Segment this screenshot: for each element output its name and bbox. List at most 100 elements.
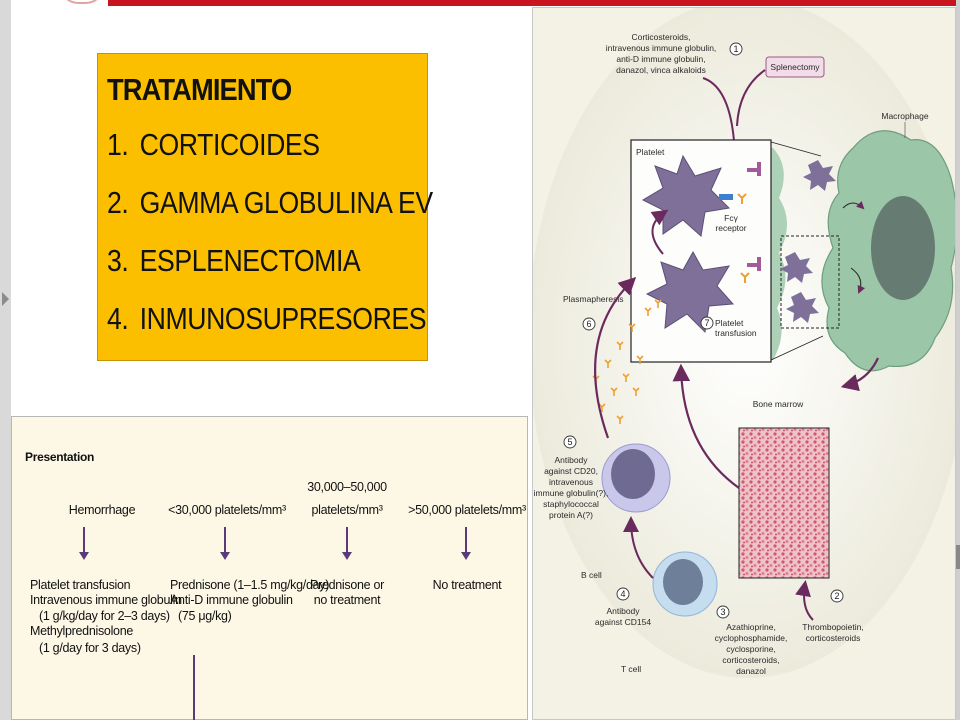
col1-line: (1 g/day for 3 days) — [39, 641, 141, 655]
mechanism-diagram-panel: Corticosteroids, intravenous immune glob… — [532, 7, 956, 720]
col2-line: Anti-D immune globulin — [170, 593, 293, 607]
step-marker-4 — [616, 587, 630, 601]
arrow-splenectomy — [736, 69, 766, 127]
continuation-line — [193, 655, 195, 720]
platelet-transfusion-label: transfusion — [715, 328, 757, 338]
t-cell-label: T cell — [621, 664, 641, 674]
receptor-icon — [747, 257, 761, 271]
top-drugs-line: danazol, vinca alkaloids — [616, 65, 706, 75]
receptor-icon — [747, 162, 761, 176]
treatment-list: 1.CORTICOIDES 2. GAMMA GLOBULINA EV 3.ESP… — [107, 116, 433, 348]
phagocytosis-arrow — [850, 267, 866, 294]
mechanism-diagram: Corticosteroids, intravenous immune glob… — [533, 8, 955, 678]
bone-marrow-label: Bone marrow — [753, 399, 804, 409]
col2-line: (75 μg/kg) — [178, 609, 232, 623]
phagocytosis-arrow — [842, 200, 865, 210]
right-edge-handle[interactable] — [955, 545, 960, 569]
cd20-label: intravenous — [549, 477, 593, 487]
col3-line: no treatment — [313, 593, 381, 607]
cd154-label: against CD154 — [595, 617, 652, 627]
platelet-transfusion-label: Platelet — [715, 318, 744, 328]
fc-receptor-label: Fcγ — [724, 213, 738, 223]
arrow-macrophage — [840, 357, 880, 392]
treatment-item: 2. GAMMA GLOBULINA EV — [107, 174, 433, 232]
b-cell-label: B cell — [581, 570, 602, 580]
treatment-item: 4. INMUNOSUPRESORES — [107, 290, 427, 348]
step-number: 5 — [567, 437, 572, 447]
arrow-tcell-bcell — [623, 516, 654, 579]
cd20-label: staphylococcal — [543, 499, 599, 509]
right-edge-strip — [956, 0, 960, 720]
platelet-bottom — [645, 250, 735, 334]
platelet-label: Platelet — [636, 147, 665, 157]
fc-receptor-label: receptor — [715, 223, 746, 233]
condition-30000-50000-line1: 30,000–50,000 — [307, 480, 387, 494]
logo-fragment — [60, 0, 104, 4]
condition-under-30000: <30,000 platelets/mm³ — [168, 503, 286, 517]
top-drugs-line: intravenous immune globulin, — [606, 43, 717, 53]
arrow-down — [342, 527, 352, 560]
cd20-label: protein A(?) — [549, 510, 593, 520]
algorithm-header: Presentation — [25, 450, 95, 464]
step-marker-2 — [830, 589, 844, 603]
arrow-down — [79, 527, 89, 560]
small-platelet — [786, 292, 819, 323]
step-marker-3 — [716, 605, 730, 619]
immunosuppressant-label: corticosteroids, — [722, 655, 779, 665]
item-label: INMUNOSUPRESORES — [139, 301, 427, 336]
bone-marrow-box — [738, 427, 830, 579]
condition-over-50000: >50,000 platelets/mm³ — [408, 503, 526, 517]
step-marker-5 — [563, 435, 577, 449]
splenectomy-box — [765, 56, 825, 78]
zoom-line — [770, 141, 822, 157]
arrow-inset — [650, 209, 669, 255]
arrow-down — [461, 527, 471, 560]
immunosuppressant-label: cyclosporine, — [726, 644, 776, 654]
step-number: 7 — [704, 318, 709, 328]
macrophage-label: Macrophage — [881, 111, 929, 121]
arrow-down — [220, 527, 230, 560]
item-number: 3. — [107, 243, 129, 278]
cd20-label: Antibody — [554, 455, 588, 465]
presentation-algorithm-panel: Presentation Hemorrhage Platelet transfu… — [11, 416, 528, 720]
step-marker-7 — [700, 316, 714, 330]
step-number: 6 — [586, 319, 591, 329]
step-number: 4 — [620, 589, 625, 599]
splenectomy-label: Splenectomy — [770, 62, 820, 72]
small-platelet — [780, 252, 813, 283]
fc-receptor-mark — [719, 194, 733, 200]
cd20-label: against CD20, — [544, 466, 598, 476]
treatment-box: TRATAMIENTO 1.CORTICOIDES 2.GAMMA GLOBUL… — [97, 53, 433, 361]
arrow-marrow-platelets — [672, 363, 740, 489]
play-triangle-icon[interactable] — [2, 292, 9, 306]
b-cell-nucleus — [611, 449, 655, 499]
treatment-item: 3.ESPLENECTOMIA — [107, 232, 382, 290]
immunosuppressant-label: danazol — [736, 666, 766, 676]
left-edge-strip — [0, 0, 11, 720]
antibody-icon — [737, 193, 747, 204]
t-cell-nucleus — [663, 559, 703, 605]
col1-line: (1 g/kg/day for 2–3 days) — [39, 609, 170, 623]
item-label: GAMMA GLOBULINA EV — [139, 185, 433, 220]
col1-line: Methylprednisolone — [30, 624, 133, 638]
item-number: 2. — [107, 185, 129, 220]
plasmapheresis-label: Plasmapheresis — [563, 294, 623, 304]
cd20-label: immune globulin(?), — [534, 488, 609, 498]
item-number: 4. — [107, 301, 129, 336]
step-marker-6 — [582, 317, 596, 331]
item-label: CORTICOIDES — [139, 127, 320, 162]
arrow-bcell-antibodies — [594, 276, 637, 439]
thrombopoietin-label: corticosteroids — [806, 633, 861, 643]
top-drugs-line: Corticosteroids, — [631, 32, 690, 42]
step-number: 2 — [834, 591, 839, 601]
cd154-label: Antibody — [606, 606, 640, 616]
step-marker-1 — [729, 42, 743, 56]
condition-hemorrhage: Hemorrhage — [68, 503, 136, 517]
top-drugs-line: anti-D immune globulin, — [616, 54, 705, 64]
col2-line: Prednisone (1–1.5 mg/kg/day) — [170, 578, 330, 592]
step-number: 3 — [720, 607, 725, 617]
col1-line: Platelet transfusion — [30, 578, 131, 592]
macrophage-nucleus — [871, 196, 935, 300]
treatment-item: 1.CORTICOIDES — [107, 116, 382, 174]
